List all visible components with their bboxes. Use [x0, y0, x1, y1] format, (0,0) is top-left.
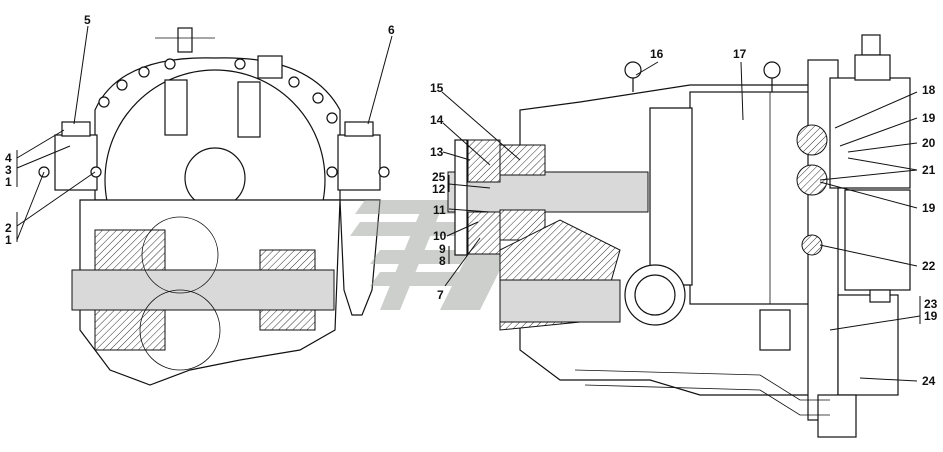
callout-1-upper: 1 — [5, 175, 12, 189]
left-valve — [38, 121, 102, 191]
flange-bolts — [98, 58, 338, 124]
callout-12: 12 — [432, 182, 446, 196]
stylized-arrow-logo-icon — [350, 200, 510, 310]
callout-21: 21 — [922, 163, 936, 177]
callout-7: 7 — [437, 288, 444, 302]
callout-20: 20 — [922, 136, 936, 150]
left-end-view — [38, 27, 390, 386]
callout-5: 5 — [84, 13, 91, 27]
callout-13: 13 — [430, 145, 444, 159]
callout-19-mid: 19 — [922, 201, 936, 215]
leader-lines — [16, 25, 921, 382]
callout-18: 18 — [922, 83, 936, 97]
callout-15: 15 — [430, 81, 444, 95]
callout-11: 11 — [433, 203, 446, 217]
callout-19-bottom: 19 — [924, 309, 938, 323]
callout-24: 24 — [922, 374, 936, 388]
right-side-section — [447, 34, 911, 438]
callout-16: 16 — [650, 47, 664, 61]
callout-6: 6 — [388, 23, 395, 37]
callout-23: 23 — [924, 297, 938, 311]
callout-8: 8 — [439, 254, 446, 268]
callout-17: 17 — [733, 47, 747, 61]
callout-labels: 5 6 4 3 1 2 1 16 17 15 14 13 25 12 11 10… — [5, 13, 938, 388]
callout-4: 4 — [5, 151, 12, 165]
callout-19-top: 19 — [922, 111, 936, 125]
callout-22: 22 — [922, 259, 936, 273]
callout-25: 25 — [432, 170, 446, 184]
callout-9: 9 — [439, 242, 446, 256]
callout-3: 3 — [5, 163, 12, 177]
callout-10: 10 — [433, 229, 447, 243]
callout-2: 2 — [5, 221, 12, 235]
callout-14: 14 — [430, 113, 444, 127]
callout-1-lower: 1 — [5, 233, 12, 247]
